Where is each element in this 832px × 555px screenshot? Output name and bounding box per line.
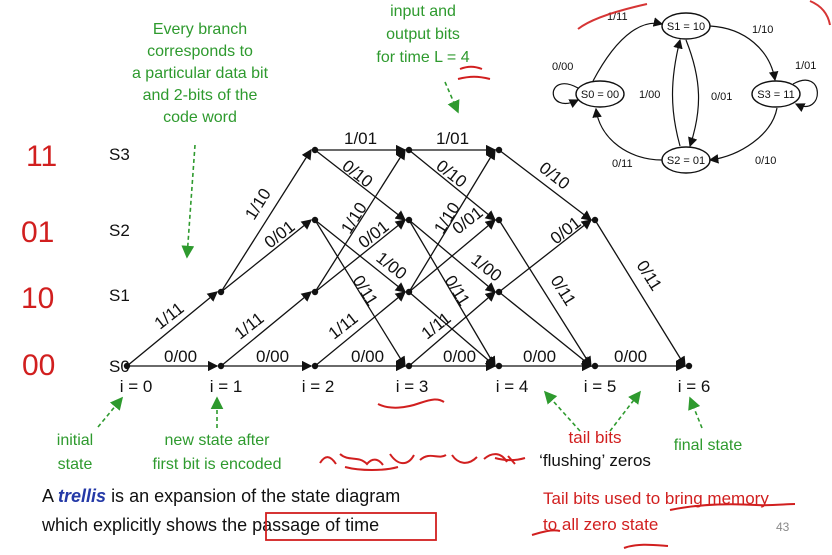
trellis-branch-labels: 0/00 0/00 0/00 0/00 0/00 0/00 1/11 1/11 … [151,129,666,366]
state-diagram-edges [552,17,818,164]
svg-text:0/00: 0/00 [614,347,647,366]
svg-text:and 2-bits of the: and 2-bits of the [143,87,258,104]
svg-text:01: 01 [21,216,54,249]
svg-text:0/10: 0/10 [339,156,377,191]
trellis-branches [126,144,687,372]
svg-text:0/00: 0/00 [523,347,556,366]
svg-text:0/11: 0/11 [612,158,633,170]
svg-text:S3 = 11: S3 = 11 [757,89,794,101]
svg-text:‘flushing’ zeros: ‘flushing’ zeros [539,451,651,470]
svg-text:0/10: 0/10 [755,155,776,167]
svg-text:Every branch: Every branch [153,21,247,38]
svg-text:1/00: 1/00 [468,250,506,285]
svg-text:i = 4: i = 4 [496,377,529,396]
svg-text:Tail bits used to bring memory: Tail bits used to bring memory [543,489,769,508]
annotation-arrow [444,81,460,114]
state-label-s2: S2 [109,221,130,240]
svg-text:1/11: 1/11 [418,309,455,344]
svg-text:0/11: 0/11 [349,272,382,309]
annotation-arrow [543,390,581,432]
annotation-initial: initial state [57,396,124,473]
svg-text:i = 2: i = 2 [302,377,335,396]
state-diagram: S0 = 00 S1 = 10 S2 = 01 S3 = 11 0/00 [552,11,818,174]
svg-text:0/00: 0/00 [351,347,384,366]
svg-text:0/01: 0/01 [261,217,299,252]
svg-text:1/01: 1/01 [436,129,469,148]
svg-text:0/01: 0/01 [547,213,585,248]
annotation-tail-bits: tail bits ‘flushing’ zeros [539,390,651,470]
svg-text:1/11: 1/11 [607,11,628,23]
trellis-time-labels: i = 0 i = 1 i = 2 i = 3 i = 4 i = 5 i = … [120,377,711,396]
state-label-s3: S3 [109,145,130,164]
svg-text:state: state [58,456,93,473]
svg-text:1/10: 1/10 [752,24,773,36]
svg-text:tail bits: tail bits [569,428,622,447]
svg-text:11: 11 [26,140,57,173]
annotation-final-state: final state [674,396,743,454]
svg-text:1/00: 1/00 [373,248,411,283]
svg-text:for time L = 4: for time L = 4 [376,49,469,66]
svg-text:S0 = 00: S0 = 00 [581,89,619,101]
annotation-arrow [181,144,196,259]
svg-text:A trellis is an: A trellis is an expansion of the state d… [42,486,400,506]
bottom-text: A trellis is an expansion of the state d… [41,486,437,541]
svg-text:i = 1: i = 1 [210,377,243,396]
trellis-nodes [123,146,693,370]
state-label-s1: S1 [109,286,130,305]
svg-text:0/01: 0/01 [711,91,732,103]
svg-text:1/00: 1/00 [639,89,660,101]
svg-text:10: 10 [21,282,54,315]
state-diagram-nodes [575,12,801,174]
state-label-s0: S0 [109,357,130,376]
svg-text:a particular data bit: a particular data bit [132,65,269,82]
svg-text:corresponds to: corresponds to [147,43,253,60]
svg-text:initial: initial [57,432,93,449]
annotation-arrow [609,390,641,432]
svg-text:0/11: 0/11 [441,272,474,309]
handwritten-note-scribble [319,453,516,466]
svg-text:code word: code word [163,109,237,126]
svg-text:0/00: 0/00 [443,347,476,366]
state-diagram-state-labels: S0 = 00 S1 = 10 S2 = 01 S3 = 11 [581,21,795,167]
passage-of-time-box [265,512,437,541]
svg-text:i = 5: i = 5 [584,377,617,396]
svg-text:1/01: 1/01 [344,129,377,148]
svg-text:to all zero state: to all zero state [543,515,658,534]
svg-text:0/00: 0/00 [256,347,289,366]
svg-text:00: 00 [22,349,55,382]
svg-text:1/01: 1/01 [795,60,816,72]
page-number: 43 [776,520,790,534]
svg-text:1/11: 1/11 [325,309,362,344]
annotation-arrow [688,396,703,429]
svg-text:S1 = 10: S1 = 10 [667,21,705,33]
svg-text:i = 3: i = 3 [396,377,429,396]
svg-text:1/11: 1/11 [151,299,188,334]
state-diagram-edge-labels: 0/00 1/11 1/10 1/01 1/00 0/01 0/11 0/10 [552,11,816,170]
tail-note: Tail bits used to bring memory to all ze… [543,489,769,534]
svg-text:which explicitly shows the: which explicitly shows the passage of ti… [41,515,379,535]
svg-text:0/10: 0/10 [536,158,574,193]
svg-text:i = 6: i = 6 [678,377,711,396]
red-annotations [344,0,831,549]
svg-text:S2 = 01: S2 = 01 [667,155,705,167]
svg-text:output bits: output bits [386,26,460,43]
svg-text:input and: input and [390,3,456,20]
svg-text:new state after: new state after [165,432,271,449]
svg-text:0/00: 0/00 [164,347,197,366]
svg-text:1/10: 1/10 [241,185,275,223]
svg-text:1/11: 1/11 [231,309,268,344]
svg-text:final state: final state [674,437,743,454]
svg-text:first bit is encoded: first bit is encoded [153,456,282,473]
annotation-new-state: new state after first bit is encoded [153,396,282,473]
annotation-arrow [97,396,124,428]
annotation-every-branch: Every branch corresponds to a particular… [132,21,269,259]
svg-text:0/10: 0/10 [433,156,471,191]
svg-text:i = 0: i = 0 [120,377,153,396]
annotation-input-output: input and output bits for time L = 4 [376,3,470,114]
svg-text:0/00: 0/00 [552,61,573,73]
handwritten-state-codes: 11 01 10 00 [21,140,57,382]
